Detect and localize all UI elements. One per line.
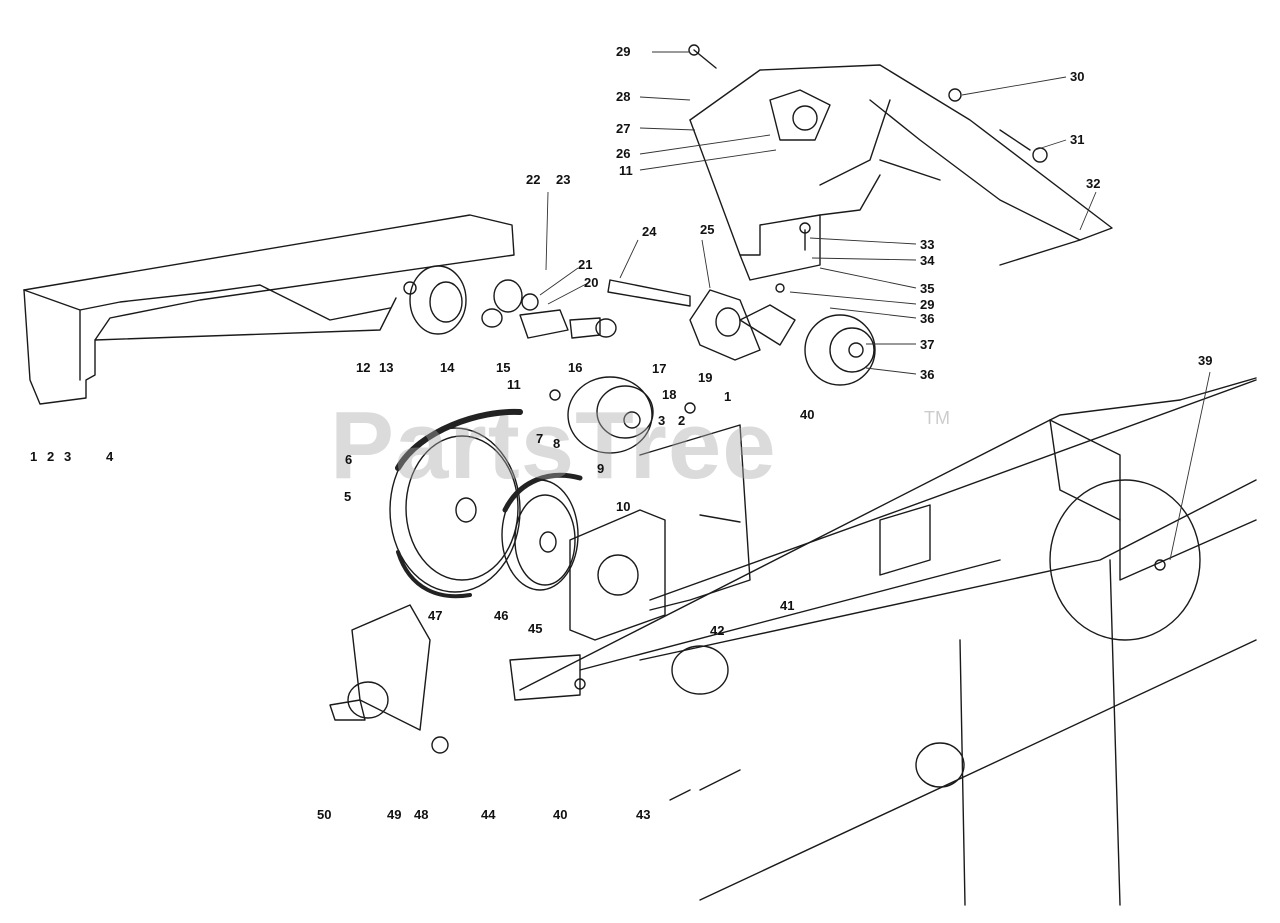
idler-pulley [567,376,654,454]
callout-48: 48 [414,807,429,822]
callout-12: 12 [356,360,371,375]
callout-9: 9 [597,461,605,476]
callout-36: 36 [920,367,935,382]
upper-bracket [689,64,1113,281]
callout-3: 3 [64,449,72,464]
callout-2: 2 [678,413,686,428]
callout-27: 27 [616,121,631,136]
callout-2: 2 [47,449,55,464]
large-pulley [389,408,523,599]
callout-24: 24 [642,224,657,239]
callout-15: 15 [496,360,511,375]
callout-45: 45 [528,621,543,636]
jackshaft-pulley [409,265,617,339]
callout-14: 14 [440,360,455,375]
callout-39: 39 [1198,353,1213,368]
callout-34: 34 [920,253,935,268]
callout-13: 13 [379,360,394,375]
callout-1: 1 [724,389,732,404]
fasteners [403,44,1166,801]
main-frame [519,377,1257,906]
callout-17: 17 [652,361,667,376]
callout-3: 3 [658,413,666,428]
callout-50: 50 [317,807,332,822]
callout-4: 4 [106,449,114,464]
callout-43: 43 [636,807,651,822]
shaft-and-bearings [607,279,796,361]
callout-21: 21 [578,257,593,272]
callout-35: 35 [920,281,935,296]
watermark-brand: PartsTree [330,392,777,499]
callout-7: 7 [536,431,544,446]
callout-5: 5 [344,489,352,504]
callout-6: 6 [345,452,353,467]
callout-26: 26 [616,146,631,161]
callout-20: 20 [584,275,599,290]
callout-1: 1 [30,449,38,464]
callout-22: 22 [526,172,541,187]
callout-11: 11 [619,163,633,178]
callout-25: 25 [700,222,715,237]
callout-49: 49 [387,807,402,822]
callout-28: 28 [616,89,631,104]
callout-8: 8 [553,436,561,451]
leader-lines [539,51,1211,561]
callout-47: 47 [428,608,443,623]
callout-40: 40 [553,807,568,822]
callout-46: 46 [494,608,509,623]
small-pulley [501,472,583,591]
callout-44: 44 [481,807,496,822]
callout-11: 11 [507,377,521,392]
callout-19: 19 [698,370,713,385]
right-pulley [804,314,876,386]
callout-18: 18 [662,387,677,402]
callout-16: 16 [568,360,583,375]
callout-23: 23 [556,172,571,187]
callout-10: 10 [616,499,631,514]
callout-41: 41 [780,598,795,613]
callout-32: 32 [1086,176,1101,191]
callout-40: 40 [800,407,815,422]
callout-31: 31 [1070,132,1085,147]
lower-bearing-bracket [329,604,449,754]
callout-29: 29 [920,297,935,312]
callout-30: 30 [1070,69,1085,84]
callout-37: 37 [920,337,935,352]
callout-42: 42 [710,623,725,638]
belt-cover [23,214,515,405]
watermark-trademark: TM [924,408,950,428]
callout-36: 36 [920,311,935,326]
mount-bracket [509,424,1001,701]
callout-33: 33 [920,237,935,252]
callout-29: 29 [616,44,631,59]
